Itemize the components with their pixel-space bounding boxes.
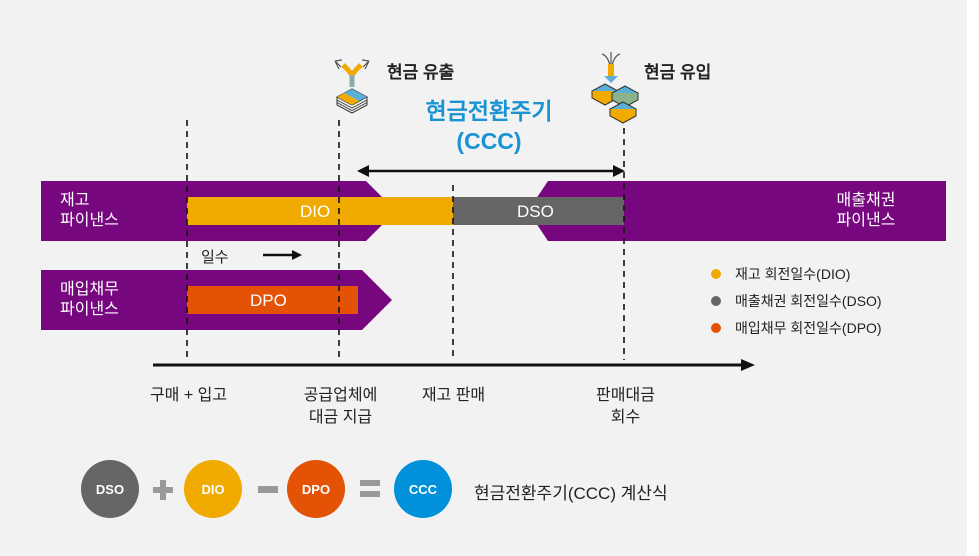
timeline-label-payment: 공급업체에 대금 지급 bbox=[293, 385, 388, 429]
dso-legend-dot-icon bbox=[711, 295, 721, 306]
timeline-label-line2: 회수 bbox=[610, 409, 641, 426]
receivables-finance-label-line2: 파이낸스 bbox=[836, 212, 896, 229]
ccc-title: 현금전환주기 (CCC) bbox=[394, 96, 584, 156]
receivables-finance-label: 매출채권 파이낸스 bbox=[830, 191, 902, 231]
cash-outflow-label: 현금 유출 bbox=[387, 63, 455, 82]
timeline-label-line1: 구매 + 입고 bbox=[149, 387, 228, 404]
formula-dso-circle: DSO bbox=[81, 460, 139, 518]
inventory-finance-label: 재고 파이낸스 bbox=[60, 191, 119, 231]
cash-inflow-icon bbox=[590, 52, 640, 124]
dio-legend-dot-icon bbox=[711, 268, 721, 279]
dpo-bar bbox=[187, 286, 358, 314]
timeline-label-line1: 판매대금 bbox=[596, 387, 655, 404]
timeline-label-line1: 공급업체에 bbox=[303, 387, 378, 404]
ccc-title-line1: 현금전환주기 bbox=[425, 98, 553, 124]
cash-inflow-label: 현금 유입 bbox=[644, 63, 712, 82]
legend: 재고 회전일수(DIO) 매출채권 회전일수(DSO) 매입채무 회전일수(DP… bbox=[711, 260, 882, 341]
timeline-label-purchase: 구매 + 입고 bbox=[141, 385, 236, 407]
legend-item-dso: 매출채권 회전일수(DSO) bbox=[711, 287, 882, 314]
receivables-finance-band bbox=[528, 181, 946, 241]
legend-item-dio: 재고 회전일수(DIO) bbox=[711, 260, 882, 287]
formula-caption: 현금전환주기(CCC) 계산식 bbox=[474, 484, 668, 503]
cash-outflow-icon bbox=[334, 59, 370, 114]
dio-bar-label: DIO bbox=[300, 202, 331, 221]
dpo-legend-dot-icon bbox=[711, 322, 721, 333]
timeline-label-line1: 재고 판매 bbox=[421, 387, 486, 404]
plus-operator-icon bbox=[153, 480, 173, 500]
days-arrow-icon bbox=[263, 250, 302, 260]
payables-finance-label-line1: 매입채무 bbox=[60, 281, 119, 298]
payables-finance-label-line2: 파이낸스 bbox=[60, 301, 119, 318]
ccc-title-line2: (CCC) bbox=[456, 128, 522, 154]
inventory-finance-label-line1: 재고 bbox=[60, 192, 90, 209]
dso-bar-label: DSO bbox=[517, 202, 554, 221]
timeline-label-line2: 대금 지급 bbox=[308, 409, 373, 426]
formula-dio-circle: DIO bbox=[184, 460, 242, 518]
receivables-finance-label-line1: 매출채권 bbox=[836, 192, 896, 209]
legend-label: 매입채무 회전일수(DPO) bbox=[735, 319, 882, 336]
payables-finance-label: 매입채무 파이낸스 bbox=[60, 280, 119, 320]
minus-operator-icon bbox=[258, 486, 278, 493]
inventory-finance-label-line2: 파이낸스 bbox=[60, 212, 119, 229]
ccc-span-arrow bbox=[357, 165, 625, 177]
days-label: 일수 bbox=[201, 249, 229, 266]
timeline-label-sale: 재고 판매 bbox=[406, 385, 501, 407]
legend-label: 재고 회전일수(DIO) bbox=[735, 265, 851, 282]
dpo-bar-label: DPO bbox=[250, 291, 287, 310]
dso-bar bbox=[453, 197, 624, 225]
dio-bar bbox=[187, 197, 453, 225]
timeline-axis bbox=[153, 359, 755, 371]
legend-item-dpo: 매입채무 회전일수(DPO) bbox=[711, 314, 882, 341]
equals-operator-icon bbox=[360, 480, 380, 498]
formula-ccc-circle: CCC bbox=[394, 460, 452, 518]
legend-label: 매출채권 회전일수(DSO) bbox=[735, 292, 882, 309]
timeline-label-collection: 판매대금 회수 bbox=[578, 385, 673, 429]
formula-dpo-circle: DPO bbox=[287, 460, 345, 518]
